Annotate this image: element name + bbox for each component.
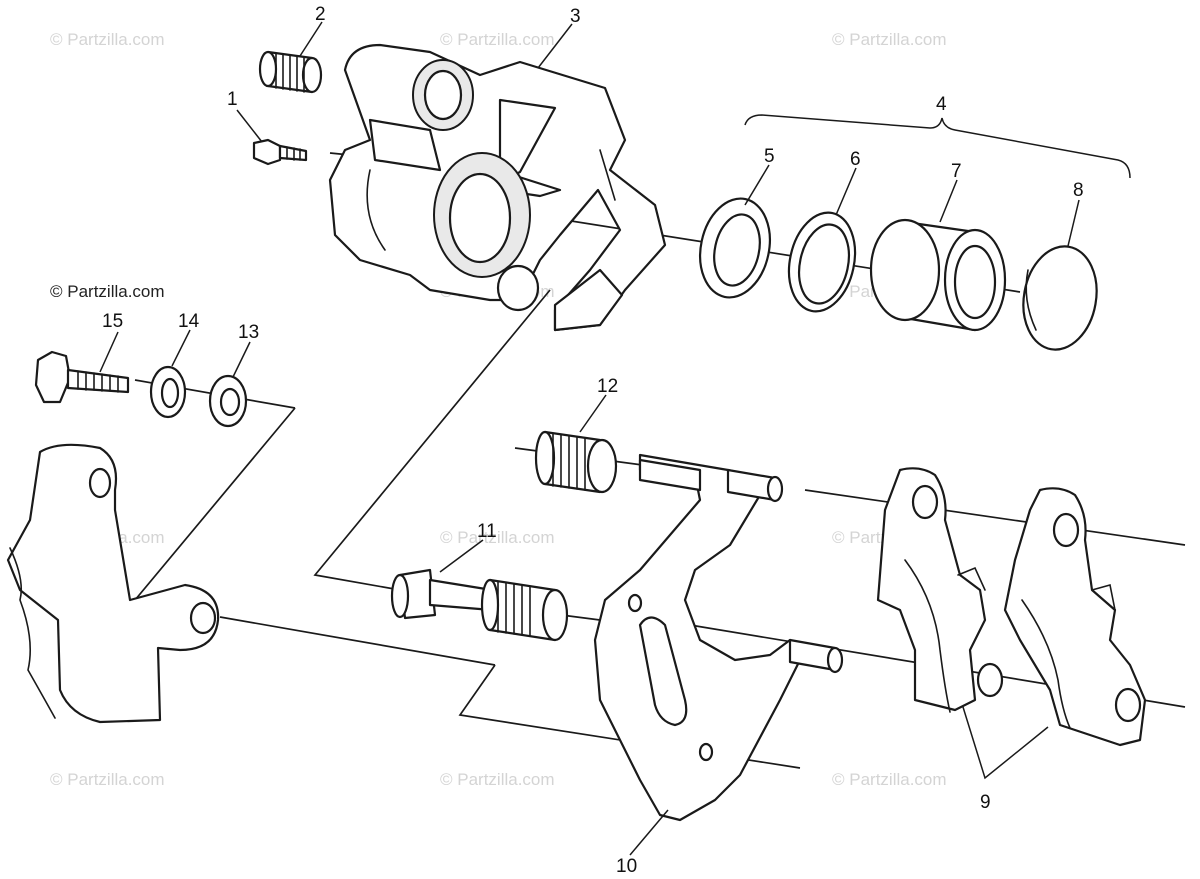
- leader-lines: [99, 21, 1080, 856]
- callout-5: 5: [764, 146, 775, 167]
- watermark: © Partzilla.com: [832, 770, 947, 789]
- group-bracket-4: [744, 114, 1131, 179]
- brake-pad-outer: [1003, 487, 1147, 747]
- bleeder-plug: [258, 50, 323, 94]
- watermark-dark: © Partzilla.com: [50, 282, 165, 301]
- callout-7: 7: [951, 161, 962, 182]
- caliper-bracket: [593, 453, 844, 822]
- callout-1: 1: [227, 89, 238, 110]
- watermark: © Partzilla.com: [440, 770, 555, 789]
- callout-15: 15: [102, 311, 123, 332]
- brake-pad-inner: [876, 467, 1004, 713]
- lock-washer: [149, 365, 187, 419]
- mounting-knuckle: [6, 443, 220, 724]
- callout-13: 13: [238, 322, 259, 343]
- watermark: © Partzilla.com: [440, 528, 555, 547]
- callout-9: 9: [980, 792, 991, 813]
- bleeder-valve: [252, 138, 308, 166]
- watermark: © Partzilla.com: [832, 30, 947, 49]
- pin-boot-lower: [480, 578, 569, 642]
- callout-2: 2: [315, 4, 326, 25]
- caliper-body: [328, 43, 667, 332]
- flat-washer: [208, 374, 248, 428]
- mounting-bolt: [34, 350, 130, 404]
- callout-12: 12: [597, 376, 618, 397]
- dust-seal: [787, 211, 857, 313]
- callout-14: 14: [178, 311, 200, 332]
- watermark: © Partzilla.com: [50, 770, 165, 789]
- callout-3: 3: [570, 6, 581, 27]
- callout-11: 11: [477, 521, 497, 542]
- piston-cap: [1022, 245, 1098, 351]
- piston-seal: [699, 197, 771, 299]
- slide-pin: [390, 568, 494, 620]
- callout-6: 6: [850, 149, 861, 170]
- watermark: © Partzilla.com: [440, 30, 555, 49]
- piston: [869, 218, 1007, 332]
- callout-labels: 2 1 3 4 5 6 7 8 15 14 13 12 11 10 9: [102, 4, 1084, 877]
- callout-4: 4: [936, 94, 947, 115]
- watermark: © Partzilla.com: [50, 30, 165, 49]
- pin-boot-upper: [534, 430, 618, 494]
- callout-10: 10: [616, 856, 637, 877]
- callout-8: 8: [1073, 180, 1084, 201]
